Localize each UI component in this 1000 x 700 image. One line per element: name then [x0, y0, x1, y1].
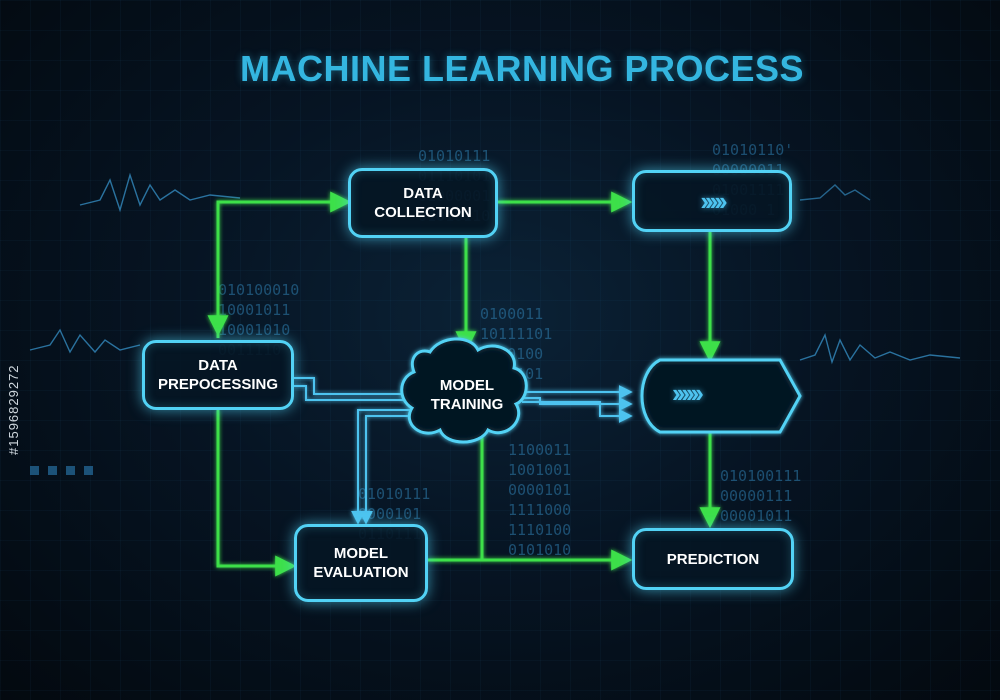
stock-id-watermark: #1596829272 — [6, 364, 21, 455]
waveform-top-right — [799, 184, 871, 201]
decorative-dots — [30, 462, 102, 480]
connector-training-to-middle-3 — [522, 401, 633, 423]
waveform-left — [79, 172, 241, 213]
connector-preprocessing-to-training — [294, 377, 408, 395]
chevron-arrows-icon: ›››››› — [672, 378, 704, 408]
page-title: MACHINE LEARNING PROCESS — [240, 48, 805, 89]
arrow-preprocessing-to-collection — [216, 191, 352, 338]
model-evaluation-node: MODEL EVALUATION — [294, 524, 428, 602]
data-collection-node: DATA COLLECTION — [348, 168, 498, 238]
prediction-node: PREDICTION — [632, 528, 794, 590]
waveform-left-lower — [29, 328, 141, 354]
model-training-node: MODEL TRAINING — [430, 377, 504, 413]
waveform-right — [799, 333, 961, 365]
connector-preprocessing-to-training-2 — [294, 385, 408, 401]
connector-training-to-evaluation — [351, 409, 418, 525]
chevron-arrows-icon: ››››› — [700, 185, 727, 216]
binary-block: 1100011 1001001 0000101 1111000 1110100 … — [508, 441, 572, 559]
top-chevron-node: ››››› — [632, 170, 792, 232]
arrow-preprocessing-to-evaluation — [216, 410, 297, 577]
data-preprocessing-node: DATA PREPOCESSING — [142, 340, 294, 410]
connector-training-to-evaluation-2 — [359, 415, 418, 525]
model-training-cloud — [400, 337, 528, 444]
binary-block: 010100111 00000111 00001011 — [720, 467, 802, 525]
middle-chevron-shape — [640, 358, 802, 434]
